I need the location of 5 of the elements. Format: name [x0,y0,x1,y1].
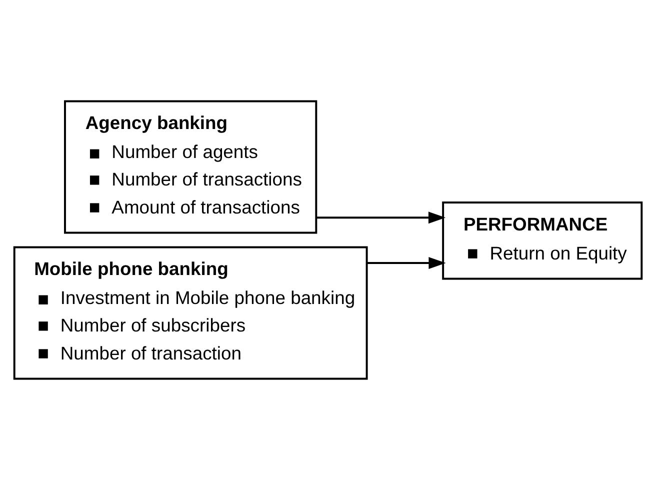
node-box: PERFORMANCE Return on Equity [442,201,643,280]
node-box: Agency banking Number of agents Number of transactions Amount of transactions [64,100,318,234]
node-box: Mobile phone banking Investment in Mobile phone banking Number of subscribers Number of transaction [13,246,368,380]
arrow [366,256,446,268]
arrow [316,211,446,224]
